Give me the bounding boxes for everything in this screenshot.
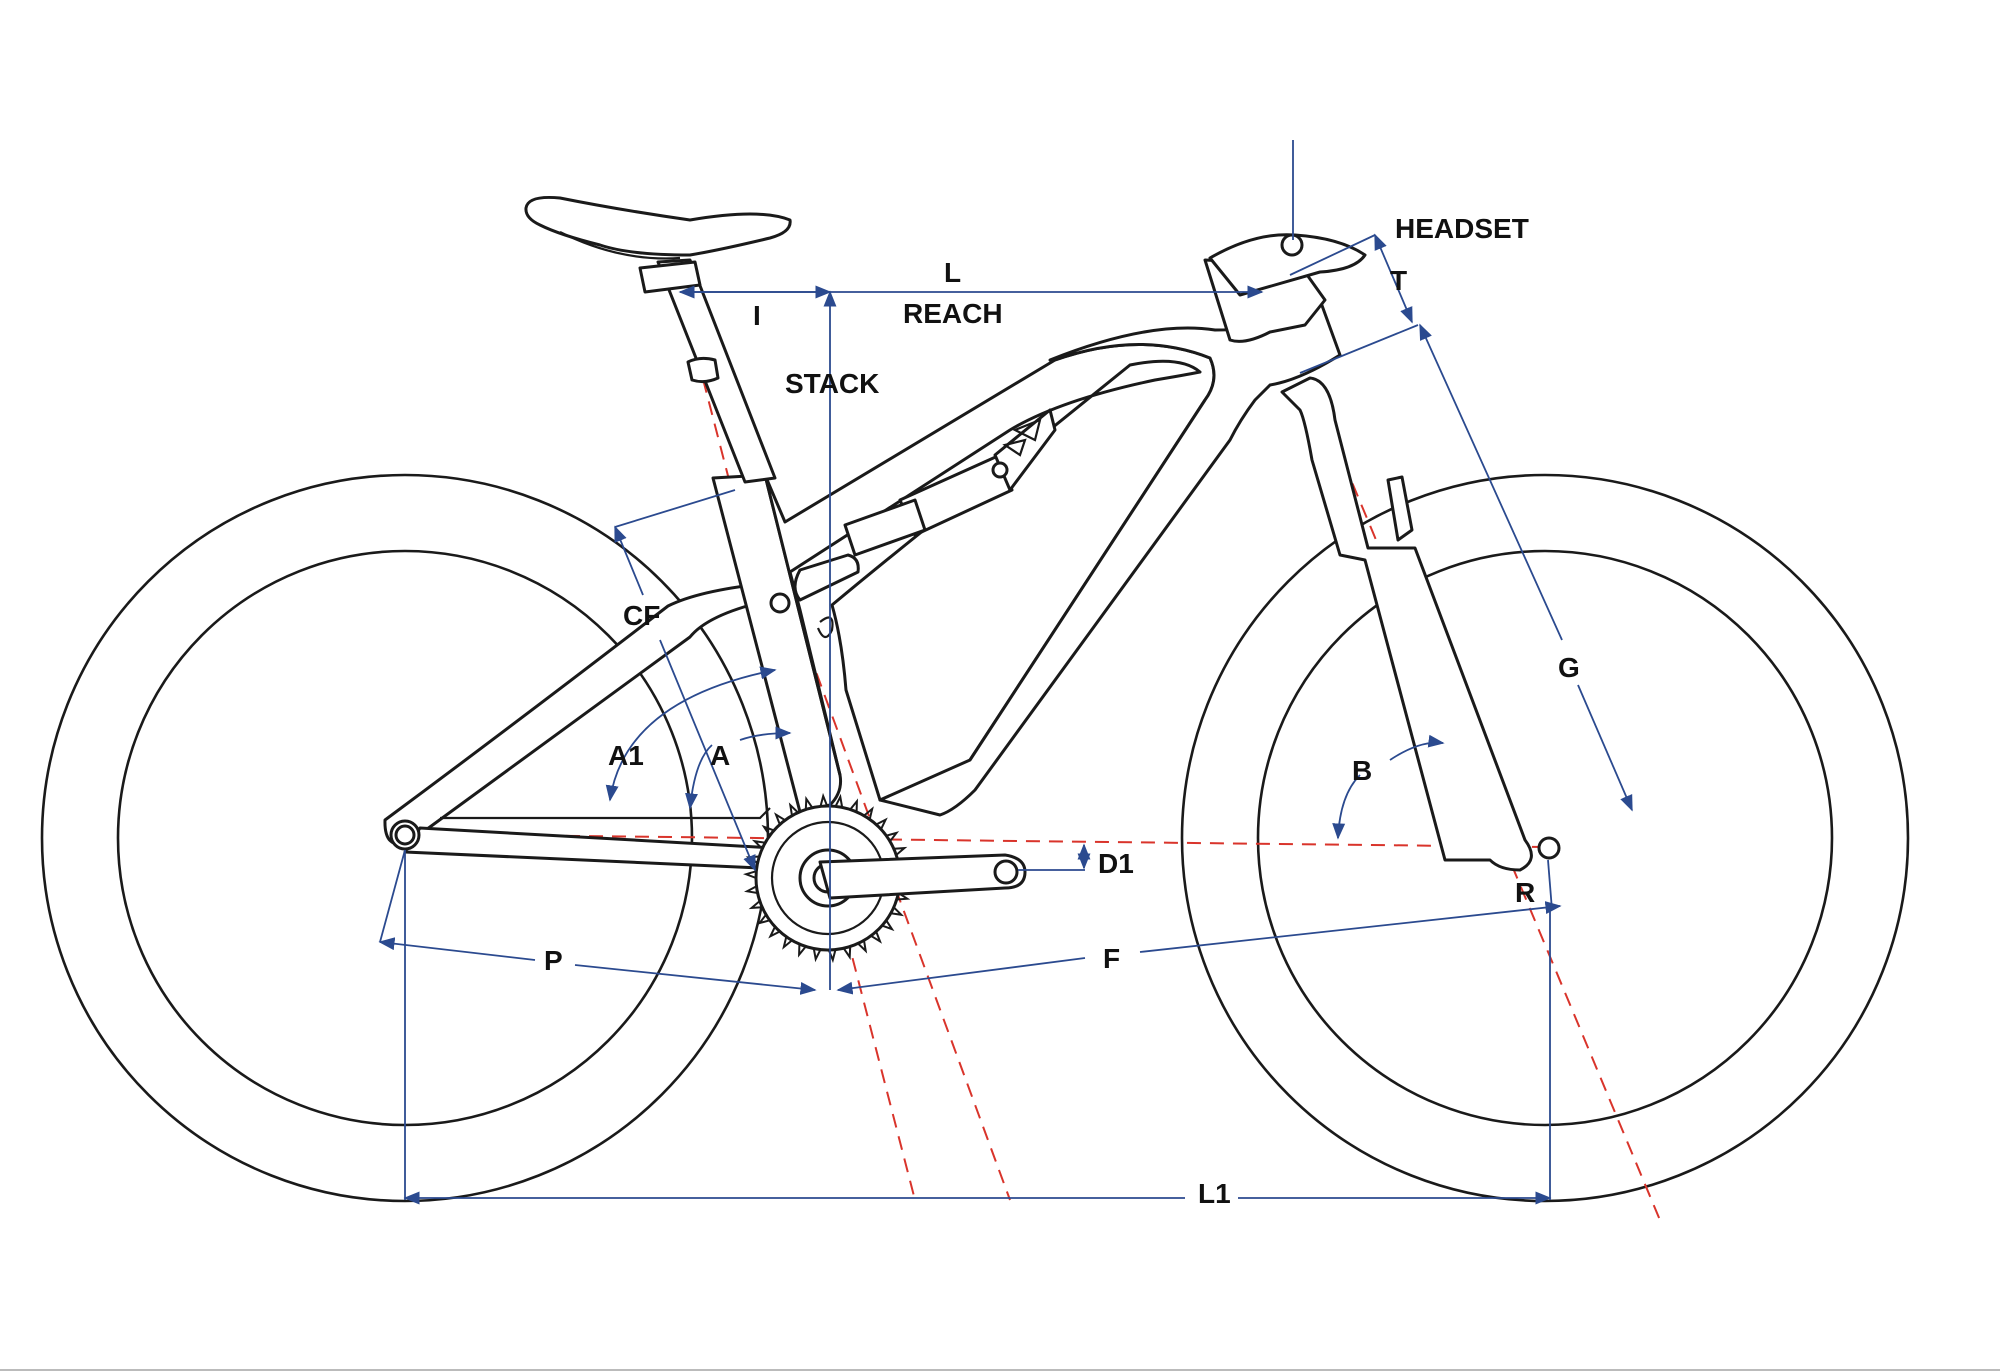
chainring-tooth [819, 792, 829, 807]
front-axle [1537, 836, 1561, 860]
chainring-tooth [774, 812, 786, 825]
chainring-tooth [890, 906, 905, 917]
mount-cutout-1 [1002, 438, 1027, 457]
label-cf: CF [623, 600, 660, 631]
label-b: B [1352, 755, 1372, 786]
a-arc-a [685, 744, 713, 810]
chainring-tooth [885, 831, 900, 842]
saddle [524, 196, 792, 257]
chainring-tooth [756, 914, 771, 925]
saddle-rail [559, 231, 681, 260]
rocker-link [793, 553, 860, 602]
p-line-b [574, 964, 817, 995]
label-reach: REACH [903, 298, 1003, 329]
chainring-tooth [761, 824, 775, 837]
shock-shaft [843, 498, 927, 557]
b-arc-a [1332, 774, 1361, 840]
chainring-tooth [751, 839, 766, 850]
chainring-tooth [842, 946, 852, 961]
dimension-lines [378, 140, 1633, 1205]
pedal-spindle [993, 859, 1019, 885]
saddle-seatpost [524, 196, 792, 484]
p-ext [379, 849, 406, 943]
chainring-tooth [857, 940, 868, 954]
label-r: R [1515, 877, 1535, 908]
label-stack: STACK [785, 368, 879, 399]
crank-arm [818, 853, 1027, 900]
dimension-labels: HEADSET T L I REACH STACK CF A1 A B G D1… [544, 213, 1580, 1209]
t-ext-bottom [1299, 324, 1419, 374]
g-line-a [1419, 323, 1563, 641]
g-line-b [1577, 684, 1633, 812]
label-headset: HEADSET [1395, 213, 1529, 244]
chainring-tooth [834, 793, 844, 808]
label-a: A [710, 740, 730, 771]
a-arc-b [739, 726, 792, 741]
chainring-tooth [798, 944, 807, 958]
label-d1: D1 [1098, 848, 1134, 879]
t-line [1374, 233, 1413, 324]
label-p: P [544, 945, 563, 976]
chainring-tooth [744, 885, 758, 894]
label-f: F [1103, 943, 1120, 974]
stem [1208, 233, 1367, 297]
chainring-tooth [742, 870, 757, 879]
chainring-tooth [863, 806, 874, 820]
chain-stay [403, 826, 777, 870]
cf-line-a [614, 525, 644, 596]
a1-arc [605, 666, 777, 802]
chainring-tooth [768, 926, 781, 939]
label-a1: A1 [608, 740, 644, 771]
p-line-a [378, 937, 536, 961]
fork [1280, 376, 1533, 872]
f-ext [1547, 859, 1553, 911]
top-tube-down-tube [878, 298, 1342, 817]
chainring-tooth [849, 798, 858, 812]
fork-brake-mount [1386, 475, 1414, 542]
chainring-tooth [881, 919, 895, 932]
chainring-tooth [748, 900, 763, 910]
shock-mount [993, 408, 1057, 492]
crankset [742, 792, 1027, 964]
chainstay-inner [440, 807, 771, 820]
cf-ext [614, 489, 736, 528]
b-arc-b [1389, 734, 1445, 761]
chainring-tooth [782, 936, 793, 950]
cf-line-b [659, 639, 756, 872]
label-t: T [1390, 265, 1407, 296]
chainring-tooth [812, 948, 822, 963]
mount-cutout-2 [1012, 418, 1042, 442]
seatpost-clamp [638, 260, 702, 294]
axle-line [404, 833, 1546, 848]
t-ext-top [1289, 234, 1376, 276]
label-g: G [1558, 652, 1580, 683]
chainring-tooth [870, 931, 882, 944]
chainring-tooth [788, 802, 799, 816]
chainring-tooth [893, 846, 908, 856]
f-line-b [1139, 901, 1562, 953]
main-pivot [769, 592, 791, 614]
seat-stay [383, 581, 784, 846]
label-l1: L1 [1198, 1178, 1231, 1209]
dropper-collar [686, 356, 720, 384]
shock-upper-bolt [991, 461, 1009, 479]
bike-frame [383, 233, 1561, 872]
cable-loop [816, 616, 834, 639]
label-l: L [944, 257, 961, 288]
chainring-tooth [875, 817, 888, 830]
handlebar-clamp [1280, 233, 1304, 257]
chainring-tooth [804, 795, 814, 810]
steering-axis [1254, 249, 1663, 1226]
label-i: I [753, 300, 761, 331]
f-line-a [836, 957, 1086, 995]
